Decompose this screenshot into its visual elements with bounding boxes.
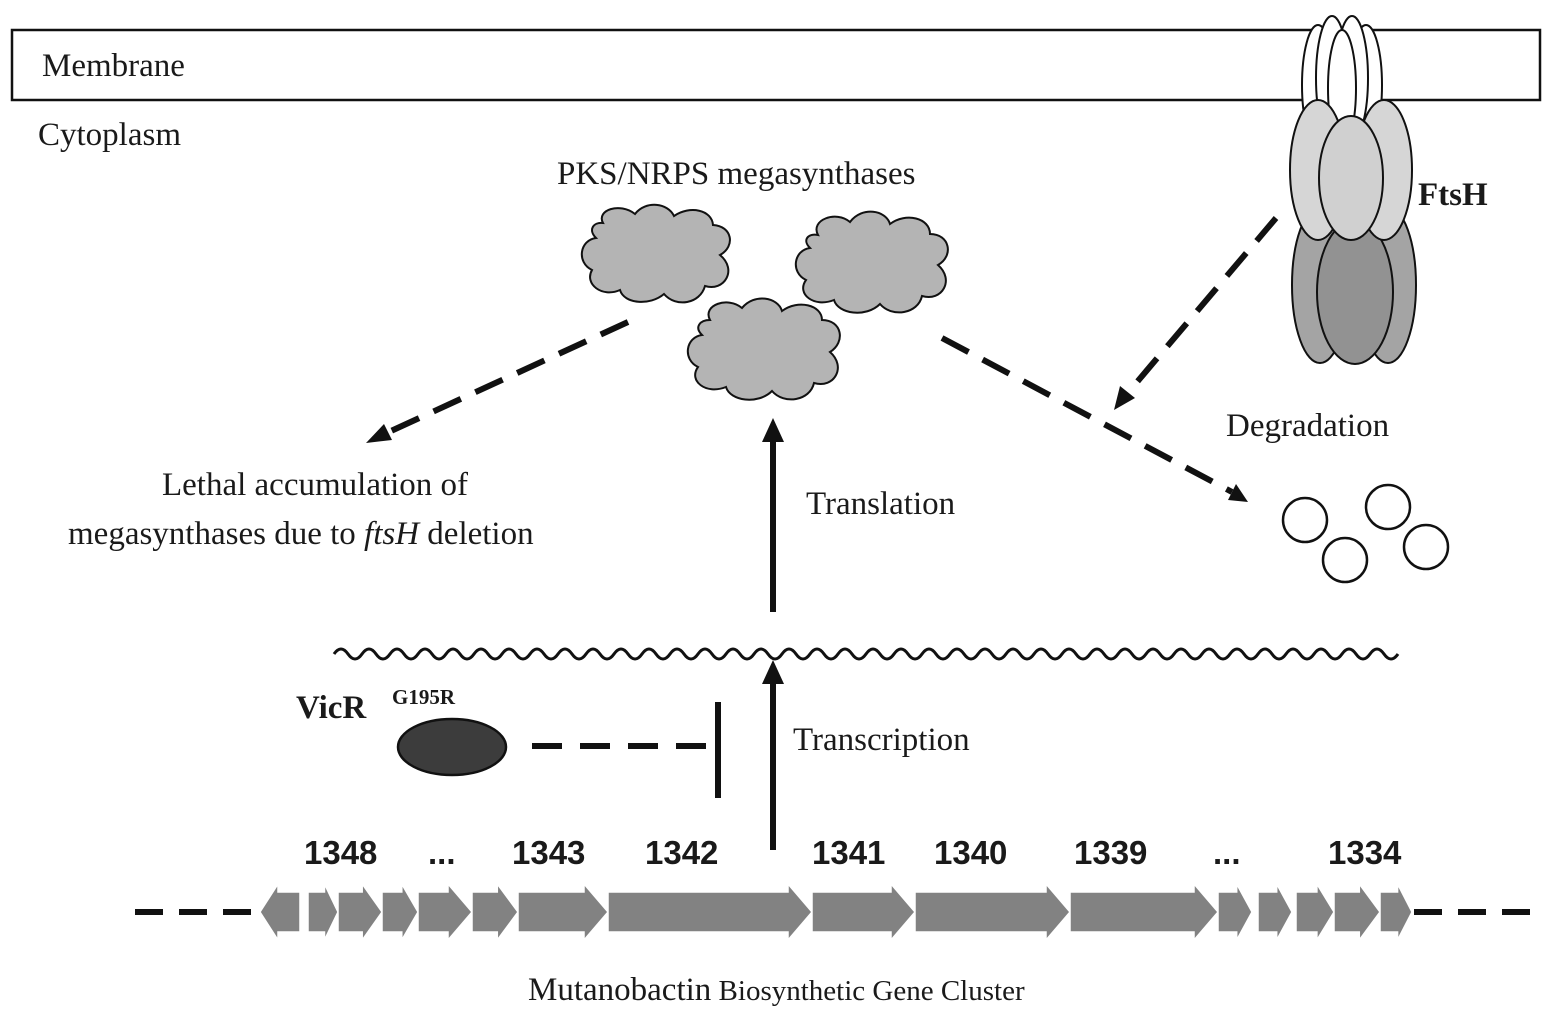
lethal-accumulation-line1: Lethal accumulation of	[162, 467, 468, 503]
gene-cluster	[259, 881, 1413, 943]
vicr-label: VicR	[296, 690, 367, 726]
vicr-mutation-label: G195R	[392, 685, 456, 709]
cytoplasm-label: Cytoplasm	[38, 117, 181, 153]
lethal-accumulation-line2: megasynthases due to ftsH deletion	[68, 516, 534, 552]
transcription-label: Transcription	[793, 722, 970, 758]
degradation-arrow	[940, 335, 1234, 495]
cluster-label: Mutanobactin Biosynthetic Gene Cluster	[528, 972, 1025, 1008]
gene-numbers: 1348 ... 1343 1342 1341 1340 1339 ... 13…	[304, 834, 1402, 871]
gene-number: 1341	[812, 834, 885, 871]
gene-arrow	[811, 881, 916, 943]
vicr-protein	[396, 717, 508, 777]
gene-arrow	[471, 881, 519, 943]
accumulation-arrowhead	[366, 424, 392, 443]
gene-arrow	[417, 881, 473, 943]
megasynthase-blob	[687, 297, 841, 401]
translation-label: Translation	[806, 486, 955, 522]
gene-arrow	[337, 881, 383, 943]
mrna-strand	[332, 647, 1400, 661]
gene-arrow	[607, 881, 813, 943]
gene-arrow	[1295, 881, 1335, 943]
gene-arrow	[1257, 883, 1293, 941]
megasynthase-blob	[581, 203, 731, 304]
gene-number: 1348	[304, 834, 377, 871]
gene-number: 1334	[1328, 834, 1402, 871]
degradation-arrowhead	[1228, 484, 1248, 502]
accumulation-arrow	[376, 319, 630, 440]
gene-number: 1340	[934, 834, 1007, 871]
degradation-label: Degradation	[1226, 408, 1389, 444]
ftsh-degradation-arrowhead	[1114, 386, 1135, 410]
gene-number: 1342	[645, 834, 718, 871]
megasynthase-blob	[795, 210, 949, 314]
ftsh-complex	[1289, 15, 1417, 365]
membrane-label: Membrane	[42, 48, 185, 84]
megasynthases-label: PKS/NRPS megasynthases	[557, 156, 915, 192]
gene-arrow	[1217, 883, 1253, 941]
gene-arrow	[307, 883, 339, 941]
gene-arrow	[1333, 881, 1381, 943]
gene-number: 1343	[512, 834, 585, 871]
ftsh-label: FtsH	[1418, 177, 1488, 213]
degradation-fragments	[1281, 483, 1450, 584]
gene-number: ...	[1213, 834, 1241, 871]
gene-arrow	[1379, 883, 1413, 941]
gene-arrow	[1069, 881, 1219, 943]
ftsh-degradation-arrow	[1123, 216, 1279, 397]
gene-arrow	[914, 881, 1071, 943]
gene-number: ...	[428, 834, 456, 871]
transcription-arrowhead	[762, 660, 784, 684]
translation-arrowhead	[762, 418, 784, 442]
gene-arrow	[381, 881, 419, 943]
gene-arrow	[517, 881, 609, 943]
gene-arrow	[259, 881, 301, 943]
membrane-bar	[10, 28, 1542, 102]
gene-number: 1339	[1074, 834, 1147, 871]
